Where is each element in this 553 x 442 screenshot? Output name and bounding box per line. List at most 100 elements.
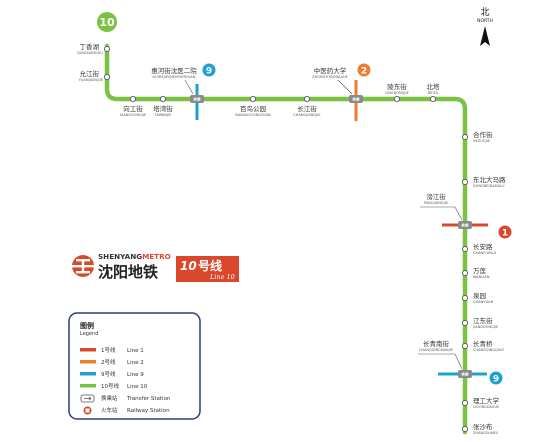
station-zhangshabu[interactable]: 张沙布 ZHANGSHABU [461, 422, 499, 435]
svg-text:CHANG'ANLU: CHANG'ANLU [473, 251, 497, 255]
svg-text:江东街: 江东街 [473, 316, 493, 325]
svg-text:2号线: 2号线 [101, 358, 116, 366]
svg-text:9: 9 [206, 67, 212, 77]
svg-text:泉园: 泉园 [473, 291, 486, 300]
svg-text:允江街: 允江街 [80, 69, 100, 78]
svg-text:百鸟公园: 百鸟公园 [240, 104, 266, 113]
line10-route [104, 43, 468, 435]
line10-badge [97, 12, 117, 32]
svg-text:换乘站: 换乘站 [101, 394, 118, 402]
svg-text:DINGXIANGHU: DINGXIANGHU [77, 51, 103, 55]
svg-text:丁香湖: 丁香湖 [80, 42, 100, 51]
station-beita[interactable]: 北塔 BEITA [427, 82, 441, 103]
svg-text:向工街: 向工街 [123, 104, 143, 113]
svg-text:TAWANJIE: TAWANJIE [154, 113, 172, 117]
svg-text:1: 1 [502, 229, 508, 239]
legend-line2-swatch [80, 360, 96, 364]
svg-text:10号线: 10号线 [101, 382, 119, 390]
station-transfer-line2[interactable]: 换乘 中医药大学 ZHONGYIYAODAXUE [312, 66, 363, 103]
legend-line10-swatch [80, 384, 96, 388]
svg-text:CHANGQINGQIAO: CHANGQINGQIAO [473, 348, 504, 352]
svg-text:CHANGQINGNANJIE: CHANGQINGNANJIE [419, 348, 453, 352]
svg-text:CHANGJIANGJIE: CHANGJIANGJIE [293, 113, 320, 117]
svg-text:合作街: 合作街 [473, 130, 493, 139]
station-lingdongjie[interactable]: 陵东街 LINGDONGJIE [385, 82, 409, 103]
svg-text:WANLIAN: WANLIAN [473, 275, 490, 279]
svg-text:ZHONGYIYAODAXUE: ZHONGYIYAODAXUE [312, 75, 348, 79]
station-ligongdaxue[interactable]: 理工大学 LIGONGDAXUE [461, 396, 500, 409]
svg-text:号线: 号线 [198, 258, 222, 273]
svg-text:Line 9: Line 9 [127, 372, 144, 378]
station-wanlian[interactable]: 万莲 WANLIAN [461, 266, 490, 279]
line9-bottom-badge [489, 371, 503, 385]
svg-text:XIANGGONGJIE: XIANGGONGJIE [120, 113, 147, 117]
legend: 图例 Legend 1号线 Line 1 2号线 Line 2 9号线 Line… [68, 312, 201, 420]
station-yuanjiangjie[interactable]: 允江街 YUANJIANGJIE [79, 69, 111, 82]
station-changjiangjie[interactable]: 长江街 CHANGJIANGJIE [293, 95, 321, 117]
svg-text:BEITA: BEITA [428, 91, 439, 95]
svg-text:换乘: 换乘 [193, 97, 201, 102]
station-transfer-line1[interactable]: 换乘 滂江街 PANGJIANGJIE [420, 192, 472, 229]
station-tawanjie[interactable]: 塔湾街 TAWANJIE [153, 95, 173, 117]
transfer-station-icon [80, 394, 95, 403]
svg-text:Transfer Station: Transfer Station [126, 396, 171, 402]
station-hezuojie[interactable]: 合作街 HEZUOJIE [461, 130, 493, 143]
svg-text:HUIHEJIESHENYIERYUAN: HUIHEJIESHENYIERYUAN [152, 75, 195, 79]
svg-text:Line 2: Line 2 [127, 360, 144, 366]
svg-text:图例: 图例 [80, 321, 94, 330]
svg-text:中医药大学: 中医药大学 [314, 66, 347, 75]
svg-text:换乘: 换乘 [461, 372, 469, 377]
line9-top-badge [202, 63, 216, 77]
svg-text:YUANJIANGJIE: YUANJIANGJIE [79, 78, 103, 82]
svg-text:惠河街沈医二院: 惠河街沈医二院 [151, 66, 197, 75]
legend-line9-swatch [80, 372, 96, 376]
svg-text:北塔: 北塔 [427, 82, 441, 91]
legend-line1-swatch [80, 348, 96, 352]
svg-text:2: 2 [361, 67, 367, 77]
station-transfer-line9-bottom[interactable]: 换乘 长青南街 CHANGQINGNANJIE [418, 339, 472, 378]
svg-text:北: 北 [480, 7, 489, 18]
svg-text:JIANGDONGJIE: JIANGDONGJIE [472, 325, 498, 329]
svg-text:长江街: 长江街 [297, 104, 317, 113]
svg-text:换乘: 换乘 [352, 97, 360, 102]
line10-badge-label: 10 [99, 16, 115, 29]
svg-text:1号线: 1号线 [101, 346, 116, 354]
svg-text:长青桥: 长青桥 [473, 339, 493, 348]
svg-text:LINGDONGJIE: LINGDONGJIE [385, 91, 409, 95]
svg-text:塔湾街: 塔湾街 [153, 104, 173, 113]
north-arrow: 北 NORTH [477, 7, 493, 46]
svg-text:BAINIAOGONGYUAN: BAINIAOGONGYUAN [235, 113, 271, 117]
station-bainiaogongyuan[interactable]: 百鸟公园 BAINIAOGONGYUAN [235, 95, 271, 117]
line2-badge [357, 63, 371, 77]
svg-text:万莲: 万莲 [473, 266, 487, 275]
svg-text:Legend: Legend [80, 331, 98, 337]
station-dingxianghu[interactable]: 丁香湖 DINGXIANGHU [77, 42, 111, 55]
svg-text:长青南街: 长青南街 [423, 339, 450, 348]
svg-text:陵东街: 陵东街 [387, 82, 407, 91]
svg-text:ZHANGSHABU: ZHANGSHABU [473, 431, 499, 435]
svg-text:9: 9 [493, 375, 499, 385]
station-quanyuan[interactable]: 泉园 QUANYUAN [461, 291, 493, 304]
station-jiangdongjie[interactable]: 江东街 JIANGDONGJIE [461, 316, 498, 329]
svg-text:DONGBEIDAMALU: DONGBEIDAMALU [473, 184, 505, 188]
station-changanlu[interactable]: 长安路 CHANG'ANLU [461, 242, 497, 255]
brand-cn: 沈阳地铁 [98, 263, 158, 281]
brand-en: SHENYANGMETRO [98, 252, 171, 261]
svg-text:Railway Station: Railway Station [127, 408, 170, 414]
svg-text:火车站: 火车站 [101, 406, 118, 414]
svg-text:Line 1: Line 1 [127, 348, 144, 354]
line10-title-plate: 10 号线 Line 10 [176, 256, 239, 282]
shenyang-metro-logo [72, 255, 94, 277]
station-dongbeidamalu[interactable]: 东北大马路 DONGBEIDAMALU [461, 175, 506, 188]
svg-text:LIGONGDAXUE: LIGONGDAXUE [473, 405, 499, 409]
svg-text:长安路: 长安路 [473, 242, 493, 251]
station-transfer-line9-top[interactable]: 换乘 惠河街沈医二院 HUIHEJIESHENYIERYUAN [151, 66, 204, 103]
station-xiangongjie[interactable]: 向工街 XIANGGONGJIE [120, 95, 147, 117]
svg-text:滂江街: 滂江街 [426, 192, 446, 201]
station-changqingqiao[interactable]: 长青桥 CHANGQINGQIAO [461, 339, 504, 352]
railway-station-icon [83, 406, 92, 415]
svg-text:NORTH: NORTH [477, 18, 493, 24]
svg-text:东北大马路: 东北大马路 [473, 175, 506, 184]
